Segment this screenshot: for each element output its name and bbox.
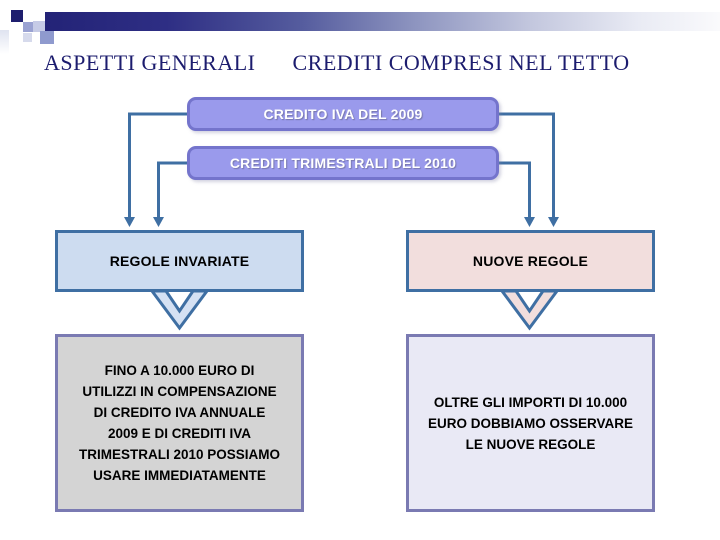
arrow-down-icon [548, 217, 559, 227]
deco-square-pale [23, 33, 32, 42]
slide-title-right: CREDITI COMPRESI NEL TETTO [292, 50, 630, 75]
box-credito-iva-2009-label: CREDITO IVA DEL 2009 [263, 106, 423, 122]
header-gradient-bar [45, 12, 720, 31]
slide-title-left: ASPETTI GENERALI [44, 50, 256, 75]
box-fino-a-10000-text: FINO A 10.000 EURO DI UTILIZZI IN COMPEN… [78, 363, 281, 483]
box-oltre-10000: OLTRE GLI IMPORTI DI 10.000 EURO DOBBIAM… [406, 334, 655, 512]
box-fino-a-10000: FINO A 10.000 EURO DI UTILIZZI IN COMPEN… [55, 334, 304, 512]
box-credito-iva-2009: CREDITO IVA DEL 2009 [187, 97, 499, 131]
arrow-down-icon [153, 217, 164, 227]
connector-outer-left [128, 112, 187, 218]
chevron-down-icon [149, 289, 210, 331]
deco-strip [0, 30, 9, 54]
slide-title: ASPETTI GENERALI CREDITI COMPRESI NEL TE… [44, 50, 704, 76]
box-crediti-trimestrali-2010: CREDITI TRIMESTRALI DEL 2010 [187, 146, 499, 180]
connector-inner-right [499, 161, 531, 218]
box-regole-invariate: REGOLE INVARIATE [55, 230, 304, 292]
deco-square-mid [23, 22, 33, 32]
box-crediti-trimestrali-2010-label: CREDITI TRIMESTRALI DEL 2010 [229, 155, 457, 171]
box-nuove-regole: NUOVE REGOLE [406, 230, 655, 292]
deco-square-navy [11, 10, 23, 22]
deco-square-light [33, 21, 45, 32]
chevron-down-icon [499, 289, 560, 331]
box-oltre-10000-text: OLTRE GLI IMPORTI DI 10.000 EURO DOBBIAM… [427, 394, 634, 452]
connector-outer-right [499, 112, 555, 218]
arrow-down-icon [524, 217, 535, 227]
box-regole-invariate-label: REGOLE INVARIATE [109, 253, 250, 269]
box-nuove-regole-label: NUOVE REGOLE [472, 253, 589, 269]
arrow-down-icon [124, 217, 135, 227]
connector-inner-left [157, 161, 187, 218]
deco-square-underbar [40, 31, 54, 44]
